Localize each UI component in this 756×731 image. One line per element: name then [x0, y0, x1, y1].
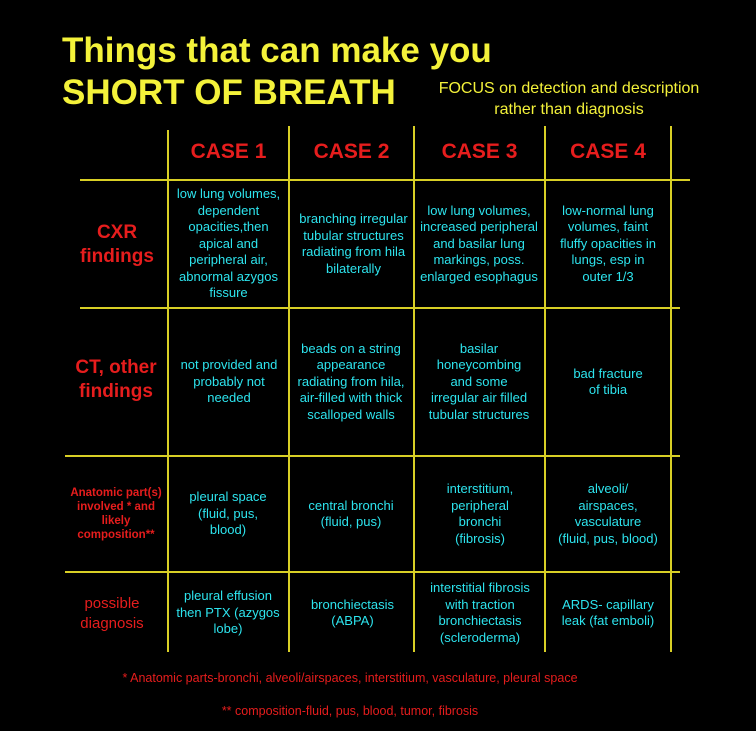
row-label-possible-diagnosis: possible diagnosis: [80, 595, 144, 632]
cell-cxr-case-1: low lung volumes, dependent opacities,th…: [176, 186, 281, 301]
cell-diagnosis-case-1: pleural effusion then PTX (azygos lobe): [176, 588, 280, 637]
grid-line-v5: [670, 126, 672, 652]
cell-diagnosis-case-2: bronchiectasis (ABPA): [310, 596, 395, 629]
cell-anatomic-case-1: pleural space (fluid, pus, blood): [189, 489, 267, 538]
title-line-1: Things that can make you: [62, 31, 492, 70]
focus-note: FOCUS on detection and description rathe…: [438, 80, 700, 118]
grid-line-h4: [65, 571, 680, 573]
cell-cxr-case-4: low-normal lung volumes, faint fluffy op…: [560, 202, 656, 284]
case-4-header: CASE 4: [570, 140, 646, 163]
cell-diagnosis-case-4: ARDS- capillary leak (fat emboli): [561, 596, 655, 629]
cell-cxr-case-3: low lung volumes, increased peripheral a…: [420, 202, 538, 284]
title-line-2: SHORT OF BREATH: [62, 73, 396, 112]
cell-anatomic-case-2: central bronchi (fluid, pus): [308, 497, 394, 530]
grid-line-v1: [167, 130, 169, 652]
cell-diagnosis-case-3: interstitial fibrosis with traction bron…: [430, 580, 530, 645]
cell-anatomic-case-4: alveoli/ airspaces, vasculature (fluid, …: [558, 481, 658, 546]
cell-ct-case-3: basilar honeycombing and some irregular …: [428, 340, 530, 422]
cell-cxr-case-2: branching irregular tubular structures r…: [299, 211, 408, 276]
footnote-anatomic-parts: * Anatomic parts-bronchi, alveoli/airspa…: [122, 671, 578, 685]
row-label-ct-findings: CT, other findings: [75, 357, 157, 402]
row-label-anatomic-part: Anatomic part(s) involved * and likely c…: [70, 487, 162, 541]
case-2-header: CASE 2: [313, 140, 390, 163]
row-label-cxr-findings: CXR findings: [80, 222, 154, 267]
cell-ct-case-2: beads on a string appearance radiating f…: [297, 340, 405, 422]
grid-line-h2: [80, 307, 680, 309]
cell-ct-case-4: bad fracture of tibia: [573, 365, 643, 398]
grid-line-h1: [80, 179, 690, 181]
grid-line-v3: [413, 126, 415, 652]
footnote-composition: ** composition-fluid, pus, blood, tumor,…: [221, 704, 479, 718]
case-3-header: CASE 3: [441, 140, 518, 163]
grid-line-v4: [544, 126, 546, 652]
case-1-header: CASE 1: [190, 140, 267, 163]
grid-line-h3: [65, 455, 680, 457]
cell-anatomic-case-3: interstitium, peripheral bronchi (fibros…: [446, 481, 514, 546]
grid-line-v2: [288, 126, 290, 652]
cell-ct-case-1: not provided and probably not needed: [180, 357, 278, 406]
